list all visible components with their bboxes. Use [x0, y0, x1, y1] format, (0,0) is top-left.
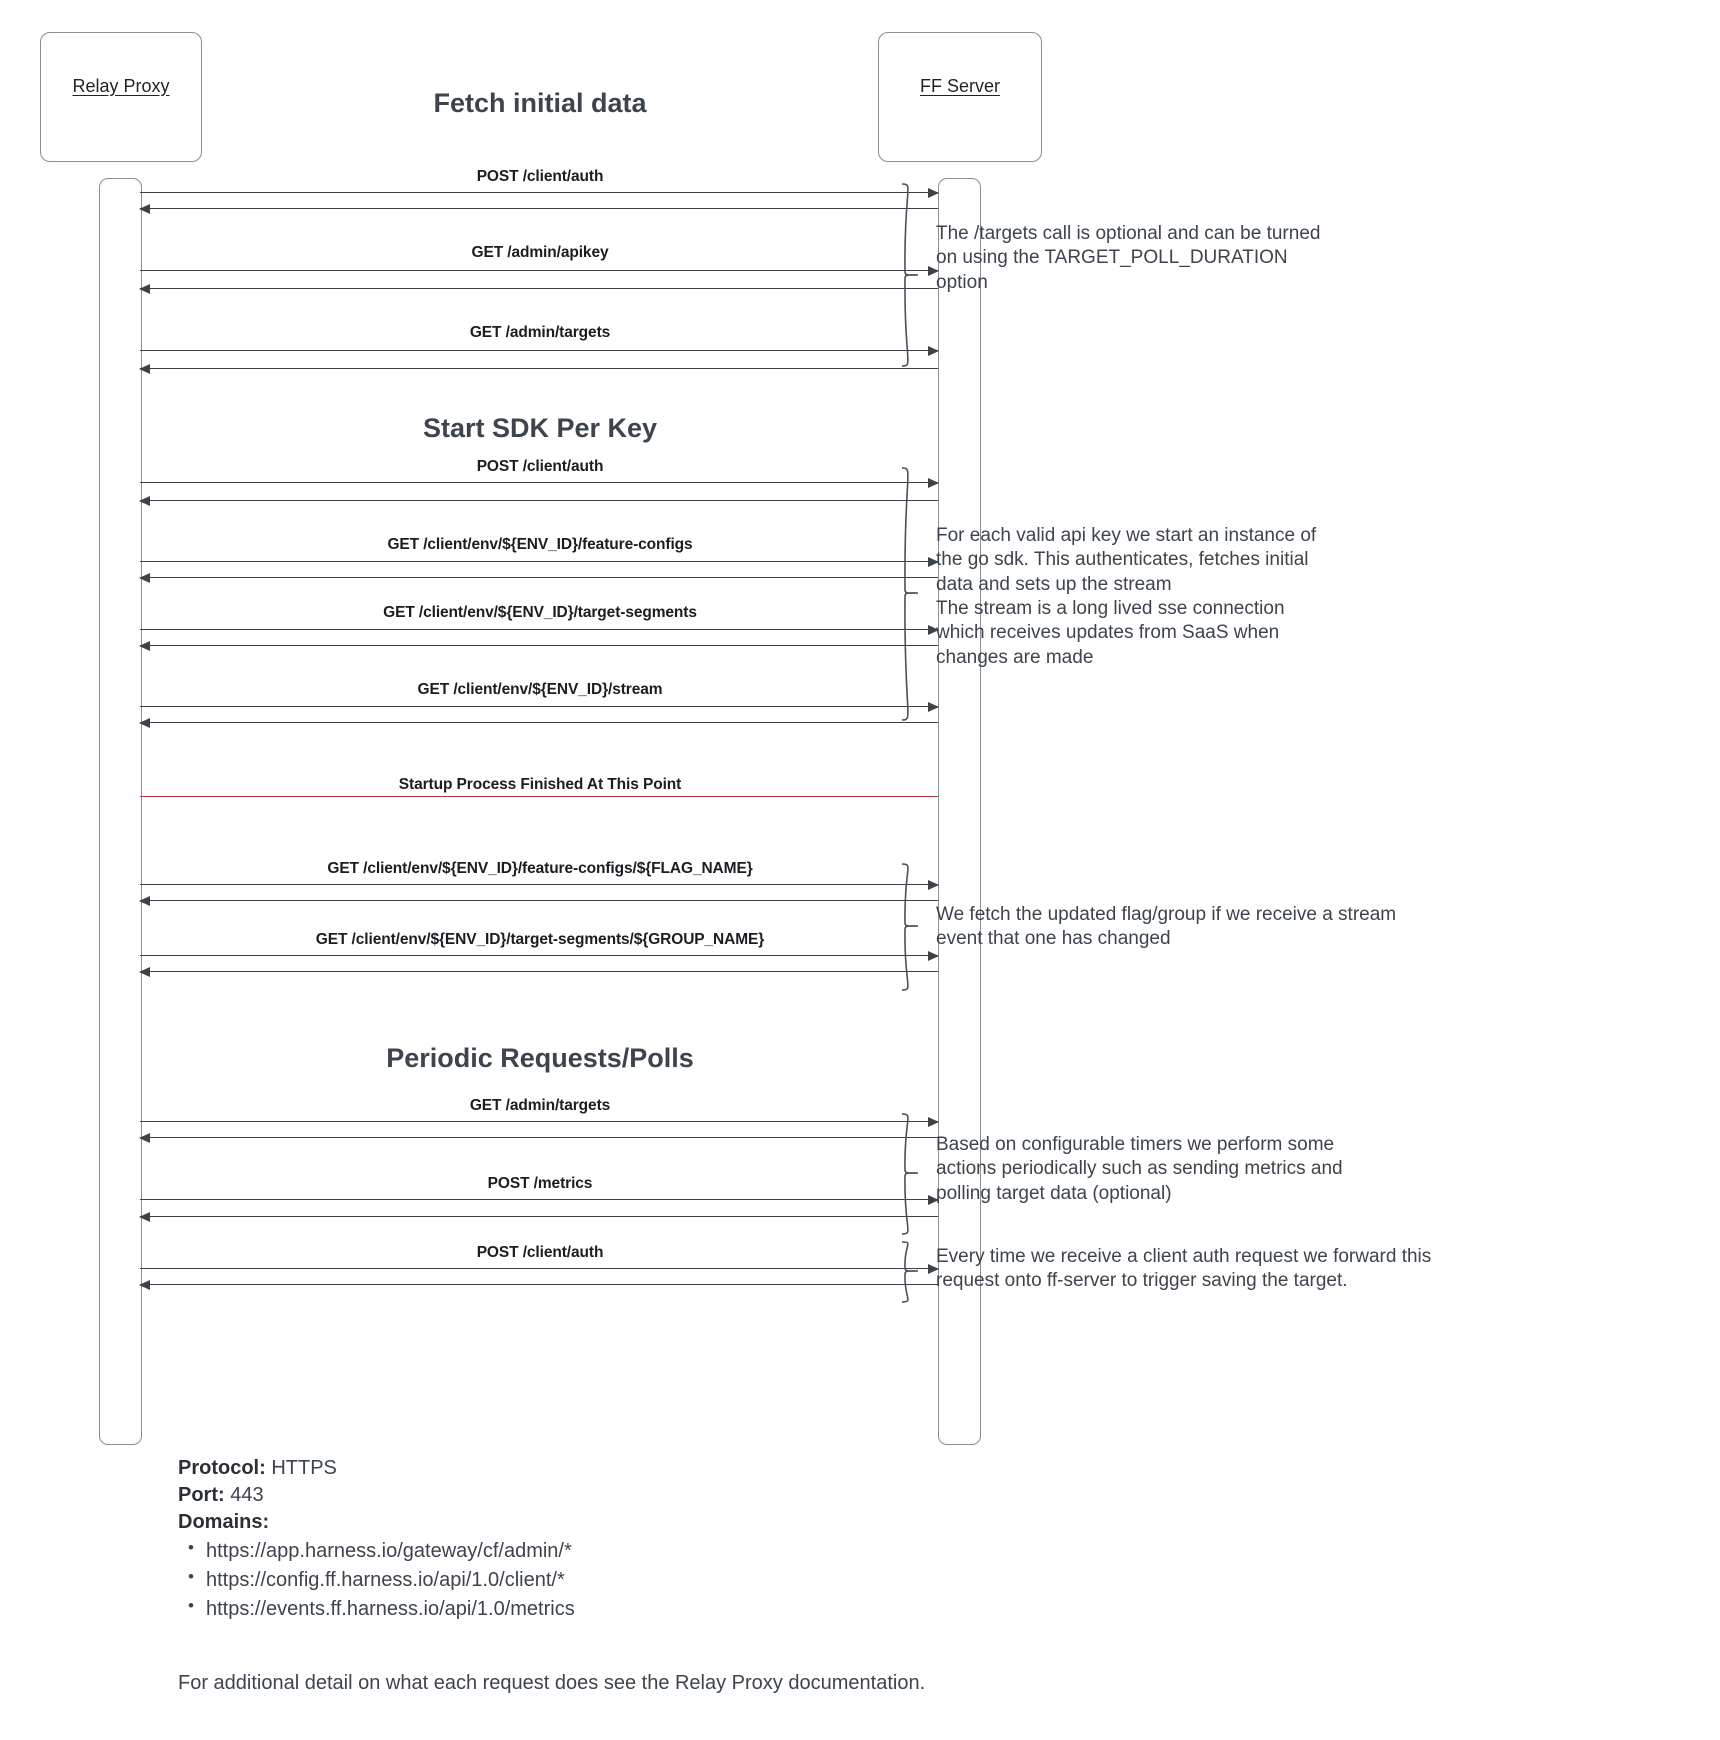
section-title-start-sdk-per-key: Start SDK Per Key — [422, 413, 658, 443]
message-label-m9: GET /client/env/${ENV_ID}/target-segment… — [315, 931, 765, 948]
message-arrow-m7-request — [140, 702, 939, 712]
message-label-m10: GET /admin/targets — [469, 1097, 611, 1114]
message-arrow-m9-request — [140, 951, 939, 961]
message-arrow-m2-request — [140, 266, 939, 276]
section-title-fetch-initial-data: Fetch initial data — [433, 88, 647, 118]
note-brace-1 — [898, 182, 920, 368]
message-arrow-m8-request — [140, 880, 939, 890]
list-item: https://events.ff.harness.io/api/1.0/met… — [188, 1595, 575, 1623]
message-arrow-m6-response — [139, 641, 938, 651]
message-label-m8: GET /client/env/${ENV_ID}/feature-config… — [327, 860, 753, 877]
message-label-m4: POST /client/auth — [476, 458, 604, 475]
note-periodic-timers: Based on configurable timers we perform … — [936, 1134, 1343, 1204]
message-label-m5: GET /client/env/${ENV_ID}/feature-config… — [387, 536, 693, 553]
message-arrow-m2-response — [139, 284, 938, 294]
divider-label-startup-finished: Startup Process Finished At This Point — [398, 776, 682, 793]
message-label-m12: POST /client/auth — [476, 1244, 604, 1261]
message-arrow-m11-request — [140, 1195, 939, 1205]
message-arrow-m3-response — [139, 364, 938, 374]
message-arrow-m8-response — [139, 896, 938, 906]
note-client-auth-forward: Every time we receive a client auth requ… — [936, 1246, 1432, 1292]
footnote-text: For additional detail on what each reque… — [178, 1672, 926, 1694]
note-brace-4 — [898, 1112, 920, 1236]
message-arrow-m10-request — [140, 1117, 939, 1127]
note-brace-5 — [898, 1240, 920, 1304]
protocol-row: Protocol: HTTPS — [178, 1455, 575, 1482]
divider-startup-finished — [140, 796, 938, 797]
protocol-value: HTTPS — [271, 1457, 337, 1479]
domains-list: https://app.harness.io/gateway/cf/admin/… — [178, 1537, 575, 1623]
message-label-m11: POST /metrics — [487, 1175, 593, 1192]
list-item: https://app.harness.io/gateway/cf/admin/… — [188, 1537, 575, 1565]
message-arrow-m12-response — [139, 1280, 938, 1290]
connection-info-block: Protocol: HTTPS Port: 443 Domains: https… — [178, 1455, 575, 1623]
message-arrow-m12-request — [140, 1264, 939, 1274]
message-arrow-m6-request — [140, 625, 939, 635]
list-item: https://config.ff.harness.io/api/1.0/cli… — [188, 1566, 575, 1594]
message-label-m1: POST /client/auth — [476, 168, 604, 185]
note-brace-3 — [898, 862, 920, 992]
domains-key: Domains: — [178, 1511, 270, 1533]
participant-label-ff-server: FF Server — [919, 75, 1000, 96]
message-arrow-m4-response — [139, 496, 938, 506]
note-targets-optional: The /targets call is optional and can be… — [936, 223, 1321, 293]
message-arrow-m7-response — [139, 718, 938, 728]
note-brace-2 — [898, 466, 920, 722]
message-label-m6: GET /client/env/${ENV_ID}/target-segment… — [383, 604, 697, 621]
message-arrow-m4-request — [140, 478, 939, 488]
section-title-periodic-requests-polls: Periodic Requests/Polls — [386, 1043, 694, 1073]
message-arrow-m9-response — [139, 967, 938, 977]
participant-ff-server: FF Server — [878, 32, 1042, 162]
message-arrow-m11-response — [139, 1212, 938, 1222]
lifeline-relay-proxy — [99, 178, 142, 1445]
domains-row: Domains: — [178, 1509, 575, 1536]
lifeline-ff-server — [938, 178, 981, 1445]
message-arrow-m10-response — [139, 1133, 938, 1143]
message-arrow-m1-response — [139, 204, 938, 214]
port-value: 443 — [230, 1484, 264, 1506]
note-stream-event: We fetch the updated flag/group if we re… — [936, 904, 1397, 950]
message-label-m2: GET /admin/apikey — [471, 244, 609, 261]
port-row: Port: 443 — [178, 1482, 575, 1509]
message-arrow-m5-request — [140, 557, 939, 567]
message-arrow-m3-request — [140, 346, 939, 356]
participant-label-relay-proxy: Relay Proxy — [72, 75, 170, 96]
note-sdk-instance: For each valid api key we start an insta… — [936, 525, 1317, 668]
message-label-m7: GET /client/env/${ENV_ID}/stream — [417, 681, 663, 698]
participant-relay-proxy: Relay Proxy — [40, 32, 202, 162]
protocol-key: Protocol: — [178, 1457, 266, 1479]
message-label-m3: GET /admin/targets — [469, 324, 611, 341]
message-arrow-m5-response — [139, 573, 938, 583]
port-key: Port: — [178, 1484, 225, 1506]
message-arrow-m1-request — [140, 188, 939, 198]
